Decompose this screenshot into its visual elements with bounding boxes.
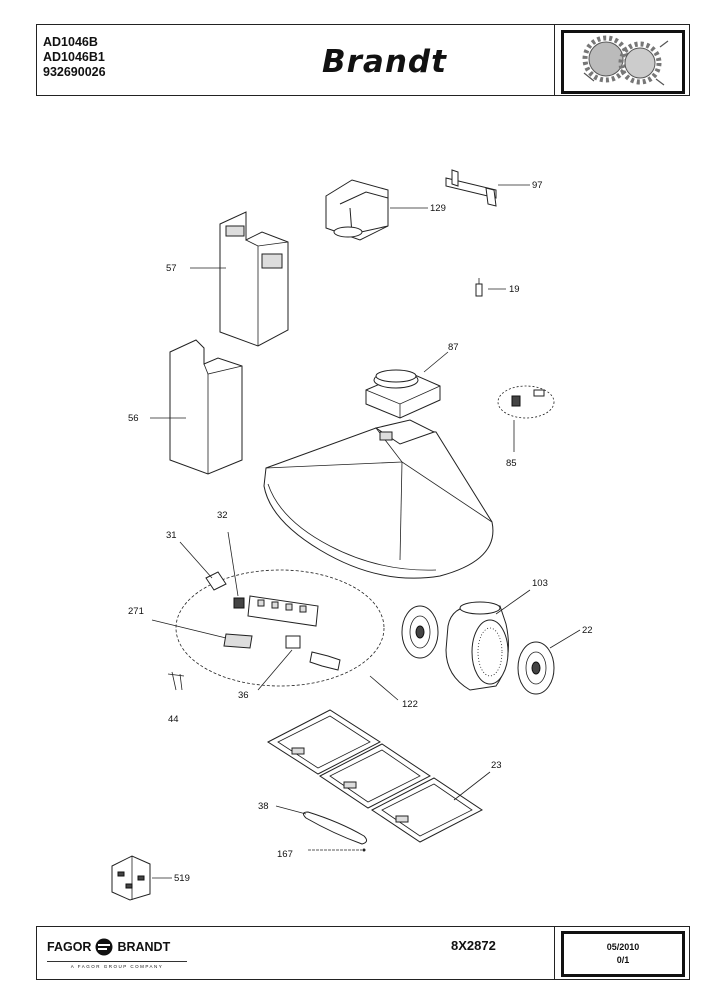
callout-31: 31 bbox=[166, 530, 177, 541]
part-85-fixing-kit: 85 bbox=[497, 385, 555, 469]
part-44-screws: 44 bbox=[167, 671, 185, 725]
callout-32: 32 bbox=[217, 510, 228, 521]
part-23-grease-filters: 23 bbox=[266, 709, 502, 843]
part-103-motor: 103 bbox=[445, 578, 548, 691]
gear-logo bbox=[561, 30, 685, 94]
part-22-fan-guard: 22 bbox=[517, 625, 593, 695]
brand-logo: Brandt bbox=[322, 44, 447, 80]
part-31-lamp: 31 bbox=[166, 530, 227, 591]
model-list: AD1046B AD1046B1 932690026 bbox=[43, 35, 106, 80]
manufacturer-name: BRANDT bbox=[117, 940, 171, 954]
part-32-lamp-holder: 32 bbox=[217, 510, 245, 609]
callout-22: 22 bbox=[582, 625, 593, 636]
gear-icon bbox=[618, 41, 662, 85]
callout-129: 129 bbox=[430, 203, 446, 214]
part-519-accessory-bag: 519 bbox=[111, 855, 190, 901]
date-box: 05/2010 0/1 bbox=[554, 927, 689, 979]
callout-167: 167 bbox=[277, 849, 293, 860]
part-control-panel bbox=[247, 595, 319, 627]
date-revision-block: 05/2010 0/1 bbox=[561, 931, 685, 977]
model-number: AD1046B bbox=[43, 35, 98, 49]
callout-36: 36 bbox=[238, 690, 249, 701]
product-code: 932690026 bbox=[43, 65, 106, 79]
callout-44: 44 bbox=[168, 714, 179, 725]
title-block: AD1046B AD1046B1 932690026 Brandt bbox=[36, 24, 690, 96]
callout-23: 23 bbox=[491, 760, 502, 771]
logo-box bbox=[554, 25, 689, 95]
part-36-switch: 36 bbox=[238, 635, 341, 701]
callout-57: 57 bbox=[166, 263, 177, 274]
part-129-duct-connector: 129 bbox=[325, 179, 446, 241]
issue-date: 05/2010 bbox=[606, 942, 640, 952]
callout-103: 103 bbox=[532, 578, 548, 589]
footer-block: FAGOR BRANDT A FAGOR GROUP COMPANY 8X287… bbox=[36, 926, 690, 980]
part-167-clip: 167 bbox=[277, 848, 366, 860]
callout-38: 38 bbox=[258, 801, 269, 812]
callout-122: 122 bbox=[402, 699, 418, 710]
part-57-upper-chimney: 57 bbox=[166, 211, 289, 347]
part-271-circuit-board: 271 bbox=[128, 606, 253, 649]
callout-97: 97 bbox=[532, 180, 543, 191]
part-87-motor-support: 87 bbox=[365, 342, 459, 419]
part-19-fuse: 19 bbox=[475, 278, 520, 297]
fagor-brandt-emblem-icon bbox=[95, 938, 113, 956]
model-number: AD1046B1 bbox=[43, 50, 105, 64]
part-122-control-kit: 122 bbox=[175, 569, 418, 710]
hood-canopy bbox=[263, 419, 494, 579]
manufacturer-tagline: A FAGOR GROUP COMPANY bbox=[47, 961, 187, 969]
part-56-lower-chimney: 56 bbox=[128, 339, 243, 475]
manufacturer-logo: FAGOR BRANDT bbox=[47, 938, 170, 956]
callout-85: 85 bbox=[506, 458, 517, 469]
revision: 0/1 bbox=[616, 955, 630, 965]
part-38-handle: 38 bbox=[258, 801, 368, 845]
callout-87: 87 bbox=[448, 342, 459, 353]
manufacturer-name: FAGOR bbox=[47, 940, 92, 954]
callout-56: 56 bbox=[128, 413, 139, 424]
callout-519: 519 bbox=[174, 873, 190, 884]
part-fan-guard-left bbox=[401, 605, 439, 659]
callout-271: 271 bbox=[128, 606, 144, 617]
callout-19: 19 bbox=[509, 284, 520, 295]
part-97-bracket: 97 bbox=[445, 169, 543, 207]
document-reference: 8X2872 bbox=[451, 938, 496, 953]
